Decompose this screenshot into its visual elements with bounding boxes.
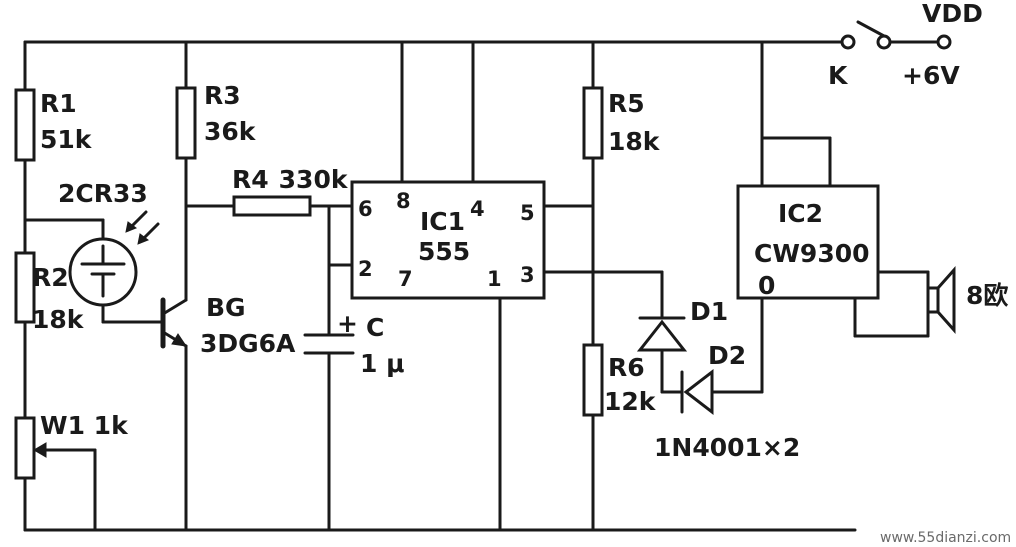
label-ic1-model: 555 [418, 237, 470, 266]
label-speaker: 8欧 [966, 281, 1008, 310]
ic1-pin-8: 8 [396, 189, 411, 213]
ic1-555-body [350, 180, 546, 300]
resistor-r4 [232, 195, 312, 217]
label-capacitor-plus: + [337, 309, 358, 338]
diode-d1 [636, 316, 688, 352]
ic1-pin-5: 5 [520, 201, 535, 225]
resistor-r6 [582, 343, 604, 417]
label-ic1-name: IC1 [420, 207, 465, 236]
label-capacitor-value: 1 μ [360, 349, 405, 378]
label-vdd: VDD [922, 0, 983, 28]
label-r4-name: R4 [232, 165, 269, 194]
label-capacitor-name: C [366, 313, 384, 342]
resistor-r3 [175, 86, 197, 160]
capacitor-c [303, 333, 355, 355]
speaker [926, 266, 956, 334]
label-ic2-name: IC2 [778, 199, 823, 228]
label-d2: D2 [708, 341, 746, 370]
label-r4: R4 330k [232, 165, 349, 194]
label-switch: K [828, 61, 849, 90]
label-d1: D1 [690, 297, 728, 326]
label-ic2-model: CW9300 [754, 239, 870, 268]
label-voltage: +6V [902, 61, 960, 90]
transistor-bg [160, 297, 188, 349]
watermark: www.55dianzi.com [880, 530, 1011, 546]
label-r4-value: 330k [279, 165, 349, 194]
diode-d2 [680, 368, 714, 416]
label-r6-name: R6 [608, 353, 645, 382]
label-transistor-model: 3DG6A [200, 329, 296, 358]
label-w1: W1 1k [40, 411, 129, 440]
label-r6-value: 12k [604, 387, 657, 416]
label-photocell: 2CR33 [58, 179, 148, 208]
resistor-r5 [582, 86, 604, 160]
label-ic2-pin: 0 [758, 271, 775, 300]
ic1-pin-3: 3 [520, 263, 535, 287]
switch-k [840, 20, 952, 50]
photocell-2cr33 [68, 210, 160, 307]
label-r1-name: R1 [40, 89, 77, 118]
ic1-pin-1: 1 [487, 267, 502, 291]
label-r1-value: 51k [40, 125, 93, 154]
label-r5-value: 18k [608, 127, 661, 156]
ic1-pin-2: 2 [358, 257, 373, 281]
ic1-pin-4: 4 [470, 197, 485, 221]
label-r2-value: 18k [32, 305, 85, 334]
label-r5-name: R5 [608, 89, 645, 118]
wires [23, 40, 940, 532]
ic2-cw9300-body [736, 184, 880, 300]
resistor-r2 [14, 251, 36, 324]
label-r3-value: 36k [204, 117, 257, 146]
ic1-pin-6: 6 [358, 197, 373, 221]
label-r3-name: R3 [204, 81, 241, 110]
label-r2-name: R2 [32, 263, 69, 292]
label-transistor-name: BG [206, 293, 246, 322]
label-diode-part: 1N4001×2 [654, 433, 800, 462]
ic1-pin-7: 7 [398, 267, 413, 291]
resistor-r1 [14, 88, 36, 162]
potentiometer-w1 [14, 416, 47, 480]
